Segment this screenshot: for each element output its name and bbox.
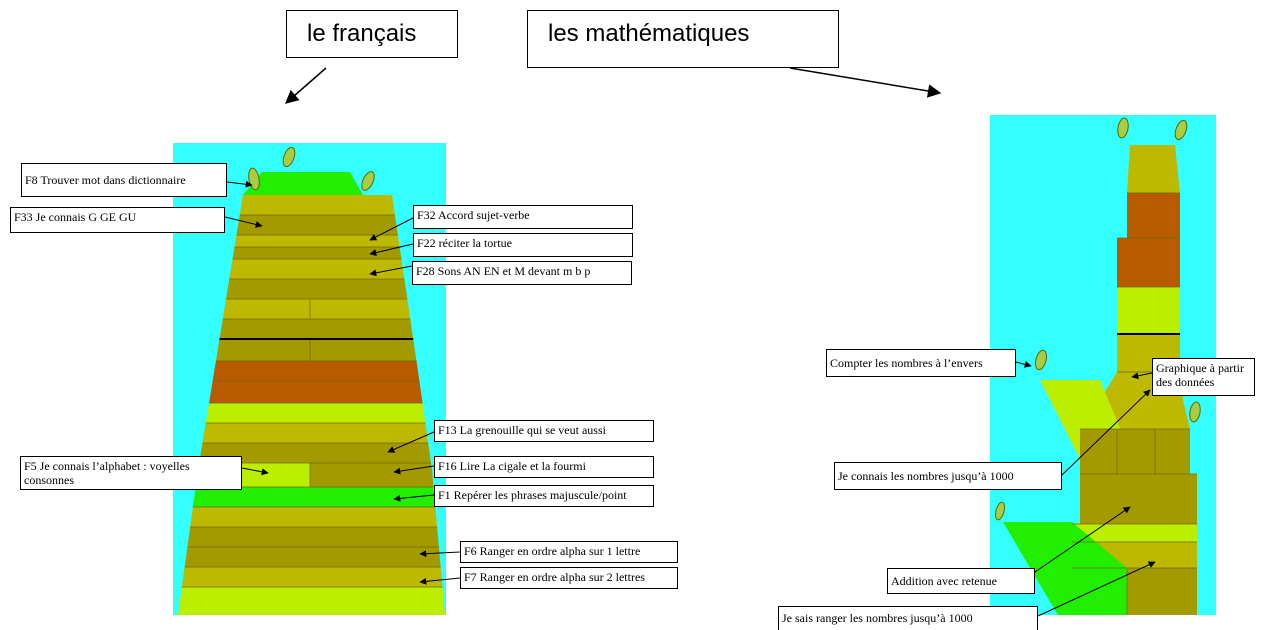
label-f33: F33 Je connais G GE GU bbox=[10, 207, 225, 233]
arrow-graphique bbox=[1131, 372, 1153, 380]
arrow-f32 bbox=[369, 217, 414, 241]
arrow-f16 bbox=[393, 465, 435, 475]
maths-trunk bbox=[1003, 145, 1197, 615]
arrow-f33 bbox=[224, 216, 263, 228]
francais-header: le français bbox=[286, 10, 458, 58]
label-f13: F13 La grenouille qui se veut aussi bbox=[434, 420, 654, 442]
arrow-f8 bbox=[226, 180, 253, 188]
arrow-compter bbox=[1015, 360, 1032, 368]
maths-header-arrow bbox=[789, 67, 942, 98]
arrow-f28 bbox=[369, 265, 413, 277]
label-addition: Addition avec retenue bbox=[887, 568, 1035, 594]
label-f32: F32 Accord sujet-verbe bbox=[413, 205, 633, 229]
arrow-f22 bbox=[369, 243, 414, 256]
arrow-connais bbox=[1061, 389, 1151, 476]
francais-trunk bbox=[178, 195, 445, 615]
arrow-f7 bbox=[419, 577, 461, 585]
label-f1: F1 Repérer les phrases majuscule/point bbox=[434, 485, 654, 507]
arrow-ranger bbox=[1037, 561, 1156, 617]
label-compter: Compter les nombres à l’envers bbox=[826, 349, 1016, 377]
maths-header: les mathématiques bbox=[527, 10, 839, 68]
arrow-f1 bbox=[393, 494, 435, 502]
francais-leaves bbox=[248, 146, 375, 191]
francais-crown bbox=[243, 172, 363, 195]
label-graphique: Graphique à partir des données bbox=[1152, 358, 1255, 396]
maths-leaves bbox=[994, 117, 1201, 521]
arrow-f6 bbox=[419, 550, 461, 558]
label-f6: F6 Ranger en ordre alpha sur 1 lettre bbox=[460, 541, 678, 563]
label-f7: F7 Ranger en ordre alpha sur 2 lettres bbox=[460, 567, 678, 589]
label-ranger: Je sais ranger les nombres jusqu’à 1000 bbox=[778, 606, 1038, 630]
arrow-f5 bbox=[241, 467, 269, 476]
label-f28: F28 Sons AN EN et M devant m b p bbox=[412, 261, 632, 285]
arrow-addition bbox=[1034, 506, 1131, 573]
label-f16: F16 Lire La cigale et la fourmi bbox=[434, 456, 654, 478]
francais-header-arrow bbox=[284, 67, 327, 104]
label-f8: F8 Trouver mot dans dictionnaire bbox=[21, 163, 227, 197]
label-f22: F22 réciter la tortue bbox=[413, 233, 633, 257]
label-connais: Je connais les nombres jusqu’à 1000 bbox=[834, 462, 1062, 490]
arrow-f13 bbox=[387, 431, 435, 453]
label-f5: F5 Je connais l’alphabet : voyelles cons… bbox=[20, 456, 242, 490]
